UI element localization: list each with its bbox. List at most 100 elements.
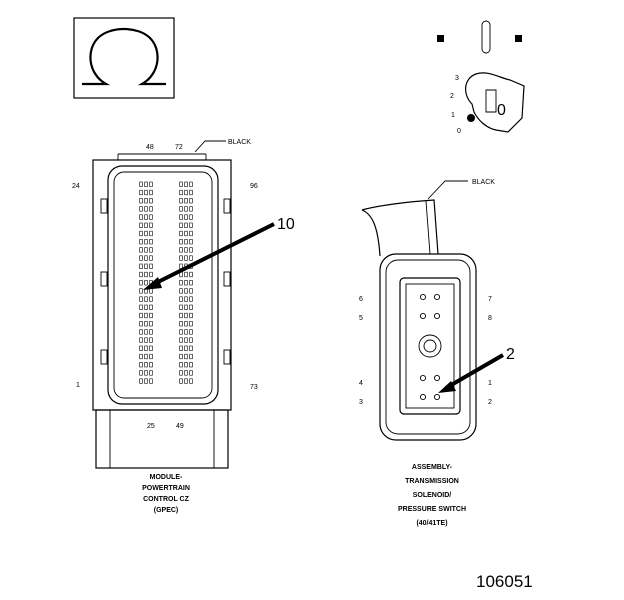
pin-cavity: [179, 337, 183, 343]
pin-label-49: 49: [176, 423, 184, 430]
pin-label-b-8: 8: [488, 315, 492, 322]
pin-cavity: [189, 214, 193, 220]
pin-cavity: [149, 321, 153, 327]
pin-cavity: [139, 362, 143, 368]
pin-cavity: [139, 255, 143, 261]
pin-cavity: [184, 280, 188, 286]
pin-cavity: [144, 337, 148, 343]
pin-cavity: [144, 345, 148, 351]
pin-cavity: [184, 370, 188, 376]
pin-cavity: [139, 206, 143, 212]
pin-cavity: [189, 304, 193, 310]
pin-label-b-6: 6: [359, 296, 363, 303]
pin-cavity: [179, 280, 183, 286]
pin-cavity: [189, 337, 193, 343]
pin-label-1: 1: [76, 382, 80, 389]
pin-cavity: [184, 230, 188, 237]
pin-cavity: [139, 181, 143, 187]
pin-cavity: [149, 370, 153, 376]
pin-cavity: [179, 230, 183, 237]
pin-cavity: [189, 296, 193, 302]
pin-cavity: [189, 230, 193, 237]
pin-cavity: [149, 206, 153, 212]
caption-a-line-2: POWERTRAIN: [142, 485, 190, 492]
pin-label-48: 48: [146, 144, 154, 151]
pin-cavity: [139, 321, 143, 327]
pin-cavity: [139, 304, 143, 310]
key-switch-icon: 3 2 1 0 0: [437, 20, 525, 135]
pin-cavity: [184, 239, 188, 245]
pin-cavity: [149, 271, 153, 278]
pin-cavity: [139, 198, 143, 204]
pin-cavity: [189, 370, 193, 376]
pin-label-24: 24: [72, 183, 80, 190]
pin-cavity: [189, 271, 193, 278]
pin-cavity: [144, 271, 148, 278]
connector-b-body: [361, 199, 477, 441]
pin-cavity: [149, 378, 153, 384]
pin-cavity: [189, 206, 193, 212]
pin-cavity: [139, 189, 143, 196]
pin-cavity: [144, 362, 148, 368]
connector-a-body: [92, 153, 232, 469]
pin-cavity: [184, 362, 188, 368]
pin-cavity: [139, 288, 143, 294]
pin-cavity: [179, 370, 183, 376]
pin-cavity: [184, 222, 188, 228]
caption-b-line-3: SOLENOID/: [413, 492, 452, 499]
pin-cavity: [184, 337, 188, 343]
key-position-2: 2: [450, 93, 454, 100]
pin-cavity: [184, 321, 188, 327]
pin-label-b-5: 5: [359, 315, 363, 322]
pin-cavity: [189, 280, 193, 286]
pin-cavity: [189, 353, 193, 360]
pin-cavity: [139, 329, 143, 335]
pin-cavity: [144, 189, 148, 196]
pin-cavity: [144, 378, 148, 384]
pin-cavity: [139, 214, 143, 220]
pin-cavity: [144, 198, 148, 204]
pin-label-73: 73: [250, 384, 258, 391]
pin-cavity: [149, 255, 153, 261]
pin-cavity: [179, 296, 183, 302]
pin-cavity: [144, 255, 148, 261]
connector-b-labels: BLACK 6 5 4 3 7 8 1 2: [359, 179, 495, 406]
pin-cavity: [139, 222, 143, 228]
pin-cavity: [189, 378, 193, 384]
pin-label-72: 72: [175, 144, 183, 151]
pin-cavity: [189, 181, 193, 187]
pin-cavity: [184, 345, 188, 351]
pin-cavity: [184, 296, 188, 302]
pin-label-b-7: 7: [488, 296, 492, 303]
pin-cavity: [179, 247, 183, 253]
pin-cavity: [179, 353, 183, 360]
color-callout-a: BLACK: [228, 139, 251, 146]
pin-cavity: [139, 280, 143, 286]
pin-cavity: [184, 214, 188, 220]
pin-cavity: [184, 189, 188, 196]
figure-number: 106051: [476, 572, 533, 591]
pin-label-b-3: 3: [359, 399, 363, 406]
pin-cavity: [189, 247, 193, 253]
pin-cavity: [179, 378, 183, 384]
pin-cavity: [189, 222, 193, 228]
connector-a-pin-grid: [139, 181, 193, 384]
pin-cavity: [139, 312, 143, 319]
pin-cavity: [144, 206, 148, 212]
pin-cavity: [184, 181, 188, 187]
pin-cavity: [149, 337, 153, 343]
pin-cavity: [184, 271, 188, 278]
pin-cavity: [149, 296, 153, 302]
caption-a-line-3: CONTROL CZ: [143, 496, 189, 503]
caption-b-line-2: TRANSMISSION: [405, 478, 459, 485]
pin-cavity: [189, 288, 193, 294]
pin-cavity: [144, 296, 148, 302]
caption-b-line-5: (40/41TE): [416, 520, 447, 527]
pin-cavity: [149, 230, 153, 237]
pin-cavity: [179, 189, 183, 196]
pin-cavity: [149, 247, 153, 253]
pin-cavity: [189, 329, 193, 335]
pin-cavity: [144, 181, 148, 187]
pin-cavity: [144, 321, 148, 327]
pin-cavity: [149, 362, 153, 368]
